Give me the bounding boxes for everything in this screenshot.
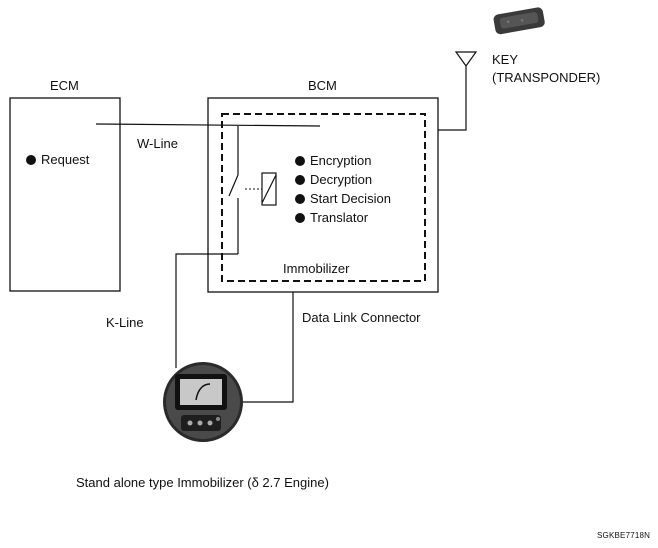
k-line-label: K-Line — [106, 315, 144, 330]
k-line-wire — [175, 253, 238, 368]
bcm-function-label: Decryption — [310, 172, 373, 187]
antenna-icon — [454, 51, 478, 68]
bullet-icon — [26, 155, 36, 165]
bcm-function-label: Translator — [310, 210, 369, 225]
immobilizer-label: Immobilizer — [283, 261, 350, 276]
key-fob-icon — [493, 7, 545, 35]
transponder-label: (TRANSPONDER) — [492, 70, 601, 85]
bcm-function-label: Start Decision — [310, 191, 391, 206]
data-link-wire — [238, 292, 294, 403]
immobilizer-boundary — [221, 113, 426, 282]
scan-tool-icon — [163, 362, 243, 442]
w-line-wire — [95, 123, 321, 127]
data-link-connector-label: Data Link Connector — [302, 310, 421, 325]
bcm-label: BCM — [308, 78, 337, 93]
switch-contact — [228, 174, 239, 197]
w-line-label: W-Line — [137, 136, 178, 151]
ecm-function-item: Request — [26, 153, 89, 166]
caption: Stand alone type Immobilizer (δ 2.7 Engi… — [76, 475, 329, 490]
antenna-wire — [438, 66, 467, 131]
bullet-icon — [295, 194, 305, 204]
bullet-icon — [295, 156, 305, 166]
bcm-box — [207, 97, 439, 293]
bcm-function-item: Decryption — [295, 173, 372, 186]
ecm-box — [9, 97, 121, 292]
bcm-function-label: Encryption — [310, 153, 372, 168]
key-label: KEY — [492, 52, 519, 67]
bullet-icon — [295, 213, 305, 223]
bcm-function-item: Start Decision — [295, 192, 391, 205]
ecm-function-label: Request — [41, 152, 90, 167]
ecm-label: ECM — [50, 78, 79, 93]
bullet-icon — [295, 175, 305, 185]
bcm-function-item: Translator — [295, 211, 368, 224]
bcm-function-item: Encryption — [295, 154, 371, 167]
figure-code: SGKBE7718N — [597, 531, 651, 540]
